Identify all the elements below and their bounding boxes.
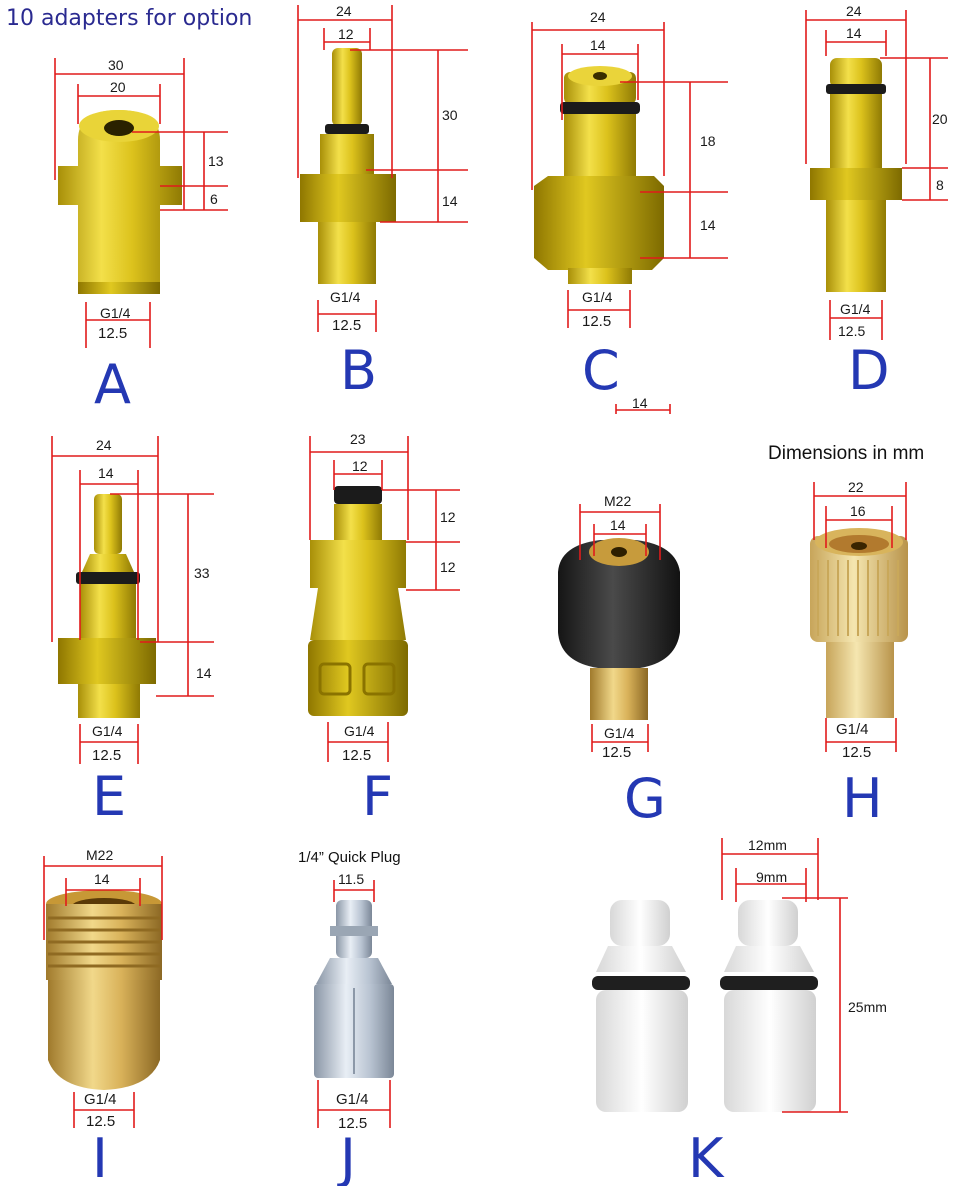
dim-d-bottom-width: 12.5 — [838, 323, 866, 339]
dim-a-height-13: 13 — [208, 153, 224, 169]
adapter-k-body — [592, 900, 818, 1112]
dim-d-height-20: 20 — [932, 111, 948, 127]
dimension-lines — [43, 5, 948, 1128]
dim-g-bottom-width: 12.5 — [602, 744, 632, 761]
adapter-letter-d: D — [848, 339, 890, 402]
dim-f-outer-width: 23 — [350, 431, 366, 447]
adapter-d-body — [810, 58, 902, 292]
dim-h-outer-width: 22 — [848, 479, 864, 495]
adapter-f-body — [308, 486, 408, 716]
dim-a-height-6: 6 — [210, 191, 218, 207]
dim-b-height-14: 14 — [442, 193, 458, 209]
adapter-h-body — [810, 528, 908, 718]
adapter-e-body — [58, 494, 156, 718]
dim-f-height-12a: 12 — [440, 509, 456, 525]
dim-a-bottom-width: 12.5 — [98, 325, 128, 342]
adapter-letter-h: H — [842, 767, 883, 830]
adapter-letter-c: C — [582, 339, 620, 402]
adapter-c-body — [534, 66, 664, 284]
adapter-letter-k: K — [688, 1127, 724, 1186]
dim-c-extra: 14 — [632, 395, 648, 411]
dim-f-height-12b: 12 — [440, 559, 456, 575]
dim-f-thread: G1/4 — [344, 723, 375, 739]
catalog-title: 10 adapters for option — [6, 6, 253, 31]
adapter-j-caption: 1/4” Quick Plug — [298, 849, 401, 866]
dim-g-thread-m22: M22 — [604, 493, 632, 509]
dim-h-inner-width: 16 — [850, 503, 866, 519]
dim-i-thread: G1/4 — [84, 1091, 117, 1108]
dim-j-thread: G1/4 — [336, 1091, 369, 1108]
dim-e-height-33: 33 — [194, 565, 210, 581]
dim-d-inner-width: 14 — [846, 25, 862, 41]
adapter-letter-j: J — [340, 1127, 356, 1186]
dim-i-inner-width: 14 — [94, 871, 110, 887]
dim-e-bottom-width: 12.5 — [92, 747, 122, 764]
dim-c-inner-width: 14 — [590, 37, 606, 53]
adapter-b-body — [300, 48, 396, 284]
dim-f-inner-width: 12 — [352, 458, 368, 474]
dim-a-inner-width: 20 — [110, 79, 126, 95]
dim-c-bottom-width: 12.5 — [582, 313, 612, 330]
dim-c-outer-width: 24 — [590, 9, 606, 25]
dim-g-thread: G1/4 — [604, 725, 635, 741]
dim-c-thread: G1/4 — [582, 289, 613, 305]
dim-e-height-14: 14 — [196, 665, 212, 681]
units-note: Dimensions in mm — [768, 443, 925, 464]
dim-d-outer-width: 24 — [846, 3, 862, 19]
dim-b-bottom-width: 12.5 — [332, 317, 362, 334]
adapter-letter-f: F — [362, 765, 394, 828]
dim-g-inner-width: 14 — [610, 517, 626, 533]
dim-j-bottom-width: 12.5 — [338, 1115, 368, 1132]
adapter-letter-i: I — [92, 1127, 108, 1186]
dim-c-height-14: 14 — [700, 217, 716, 233]
adapter-letter-g: G — [624, 767, 666, 830]
dim-d-height-8: 8 — [936, 177, 944, 193]
dim-b-height-30: 30 — [442, 107, 458, 123]
dim-a-thread: G1/4 — [100, 305, 131, 321]
adapter-g-body — [558, 538, 680, 720]
dim-b-inner-width: 12 — [338, 26, 354, 42]
dim-e-thread: G1/4 — [92, 723, 123, 739]
adapter-letter-a: A — [94, 353, 131, 416]
dim-a-outer-width: 30 — [108, 57, 124, 73]
dim-e-inner-width: 14 — [98, 465, 114, 481]
adapter-i-body — [46, 890, 162, 1090]
dim-b-outer-width: 24 — [336, 3, 352, 19]
adapter-a-body — [58, 110, 182, 294]
dim-d-thread: G1/4 — [840, 301, 871, 317]
dim-k-inner-width: 9mm — [756, 869, 788, 885]
adapter-letter-e: E — [92, 765, 127, 828]
dim-i-bottom-width: 12.5 — [86, 1113, 116, 1130]
adapter-j-body — [314, 900, 394, 1078]
dim-k-outer-width: 12mm — [748, 837, 787, 853]
dim-f-bottom-width: 12.5 — [342, 747, 372, 764]
dim-e-outer-width: 24 — [96, 437, 112, 453]
dim-h-thread: G1/4 — [836, 721, 869, 738]
dim-b-thread: G1/4 — [330, 289, 361, 305]
dim-h-bottom-width: 12.5 — [842, 744, 872, 761]
dim-c-height-18: 18 — [700, 133, 716, 149]
dim-i-thread-m22: M22 — [86, 847, 114, 863]
adapter-letter-b: B — [340, 339, 378, 402]
dim-j-tip-width: 11.5 — [338, 871, 365, 887]
dim-k-height: 25mm — [848, 999, 887, 1015]
